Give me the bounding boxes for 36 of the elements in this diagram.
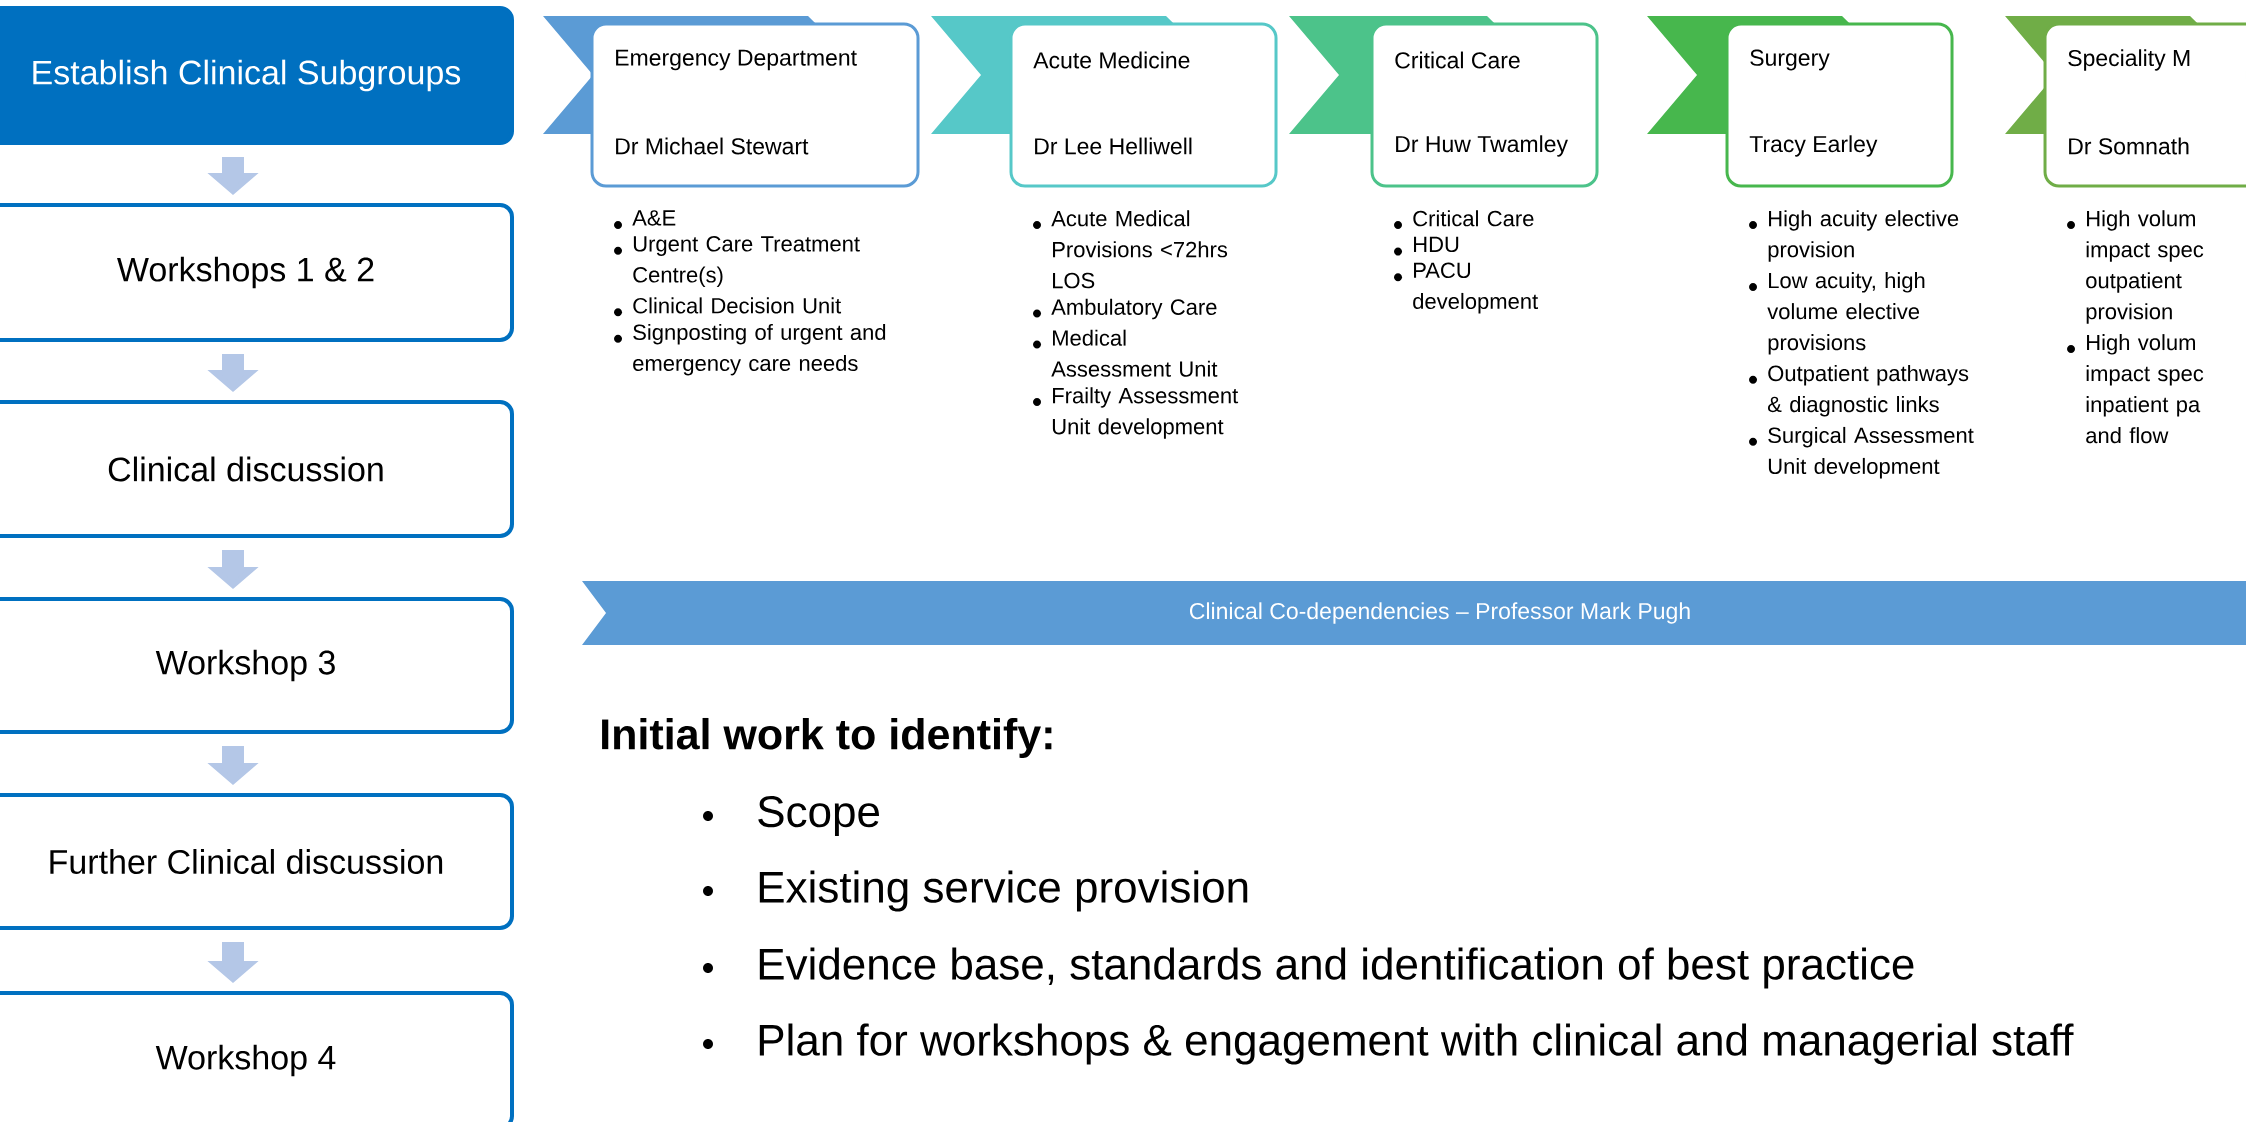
list-item: Urgent Care Treatment Centre(s) (633, 236, 860, 287)
list-item: High volum impact spec inpatient pa and flow (2086, 334, 2204, 444)
step-box: Workshops 1 & 2 (0, 203, 514, 342)
list-item: HDU (1414, 236, 1459, 253)
step-box: Workshop 4 (0, 991, 514, 1122)
list-item: Frailty Assessment Unit development (1052, 387, 1239, 439)
list-item: Clinical Decision Unit (633, 297, 842, 314)
list-item: Medical Assessment Unit (1051, 329, 1218, 377)
step-box: Further Clinical discussion (0, 793, 514, 930)
chevron-card: Critical Care Dr Huw Twamley (1289, 16, 1599, 188)
banner: Clinical Co-dependencies – Professor Mark Pugh (582, 581, 2246, 645)
list-item: High acuity elective provision (1768, 210, 1959, 262)
heading: Initial work to identify: (602, 717, 1052, 759)
step-box: Establish Clinical Subgroups (0, 6, 514, 145)
list-item: Ambulatory Care (1051, 298, 1217, 320)
list-item: Existing service provision (759, 870, 1248, 912)
step-box: Clinical discussion (0, 400, 514, 538)
list-item: Outpatient pathways & diagnostic links (1768, 365, 1969, 417)
list-item: Critical Care (1413, 210, 1534, 227)
list-item: Evidence base, standards and identification of best practice (759, 947, 1914, 989)
list-item: Acute Medical Provisions <72hrs LOS (1051, 210, 1228, 289)
list-item: Signposting of urgent and emergency care needs (633, 323, 886, 376)
list-item: Low acuity, high volume elective provisions (1767, 272, 1925, 355)
step-box: Workshop 3 (0, 597, 514, 734)
list-item: High volum impact spec outpatient provision (2086, 210, 2204, 324)
list-item: A&E (632, 210, 676, 226)
node-label: Dr Somnath (2069, 137, 2189, 155)
list-item: Plan for workshops & engagement with clinical and managerial staff (759, 1023, 2074, 1065)
chevron-card: Surgery Tracy Earley (1647, 16, 1954, 188)
chevron-card: Emergency Department Dr Michael Stewart (543, 16, 920, 188)
list-item: PACU development (1413, 262, 1538, 314)
chevron-card: Speciality M Dr Somnath (2005, 16, 2246, 188)
list-item: Scope (758, 796, 879, 836)
node-label: Speciality M (2068, 49, 2190, 71)
chevron-card: Acute Medicine Dr Lee Helliwell (931, 16, 1278, 188)
list-item: Surgical Assessment Unit development (1768, 426, 1974, 479)
